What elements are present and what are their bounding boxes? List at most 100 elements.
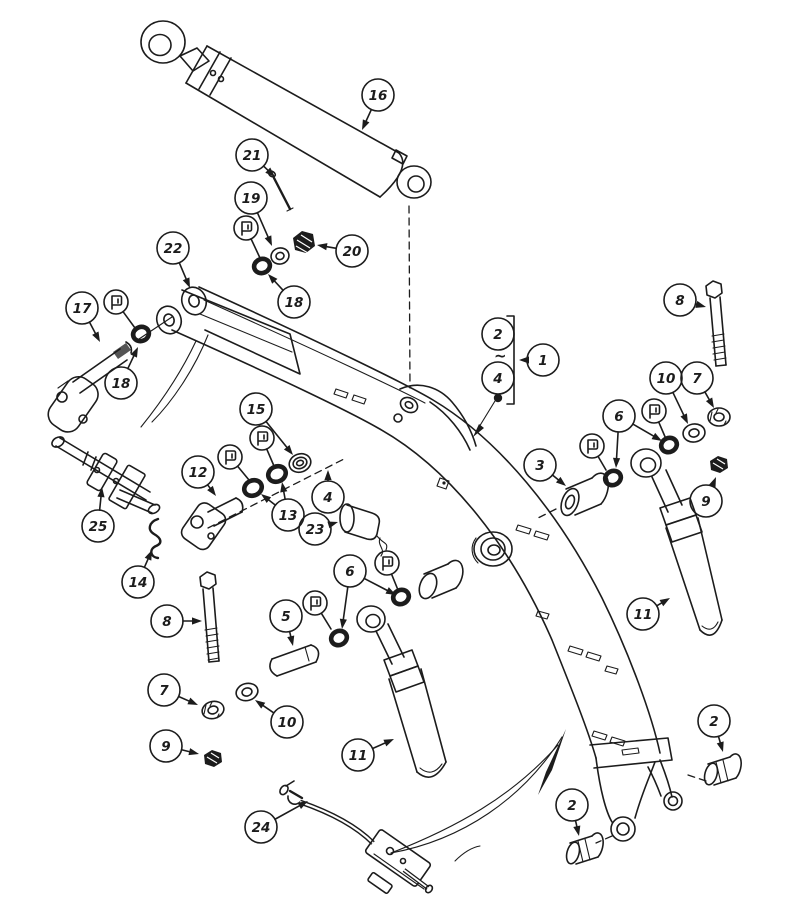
balloon-label: 4 [492,371,502,387]
balloon-label: 2 [709,714,718,730]
balloon-8-8: 8 [663,283,697,317]
part-13-oring-b [265,463,289,485]
balloon-10-28: 10 [270,705,304,739]
balloon-21-1: 21 [235,138,269,172]
balloon-label: 22 [164,241,183,257]
seal-flag-icon-6 [374,550,400,576]
balloon-18-5: 18 [277,285,311,319]
axis-dashed-line [537,508,557,519]
part-25-latch-assembly [51,436,161,515]
balloon-label: 11 [634,607,653,623]
balloon-3-16: 3 [523,448,557,482]
seal-flag-icon-5 [579,433,605,459]
part-10-washer-left [235,682,259,702]
part-15-seal-washer [288,452,312,474]
balloon-label: 10 [278,715,297,731]
part-18-oring-top [251,256,273,276]
balloon-label: 21 [243,148,262,164]
balloon-label: 10 [657,371,676,387]
leader-curve [151,334,209,423]
balloon-14-23: 14 [121,565,155,599]
balloon-label: 6 [614,409,623,425]
part-7-washer-left [201,700,225,720]
balloon-15-15: 15 [239,392,273,426]
balloon-9-17: 9 [689,484,723,518]
balloon-label: 12 [189,465,208,481]
balloon-label: 18 [285,295,304,311]
balloon-label: 17 [73,301,92,317]
part-6-oring-right-a [602,468,624,488]
seal-flag-icon-2 [249,425,275,451]
balloon-12-18: 12 [181,455,215,489]
part-23-boot [339,503,388,557]
balloon-7-13: 7 [680,361,714,395]
seal-flag-icon-3 [217,444,243,470]
part-7-washer-right [707,407,731,427]
leader-dashed [595,835,613,844]
balloon-2-32: 2 [697,704,731,738]
part-19-washer [270,247,290,265]
balloon-label: 9 [701,494,710,510]
part-10-washer-right [682,423,706,443]
balloon-label: 24 [252,820,271,836]
part-24-hose-assembly [279,780,434,894]
balloon-label: 7 [159,683,169,699]
balloon-label: 18 [112,376,131,392]
balloon-8-25: 8 [150,604,184,638]
part-8-bolt-left [199,571,220,663]
balloon-label: 11 [349,748,368,764]
part-5-pin [269,644,320,677]
balloon-label: 2 [567,798,576,814]
part-3-bushing-lower [418,559,464,600]
balloon-6-24: 6 [333,554,367,588]
balloon-4-10: 4 [481,361,515,395]
rotation-swoosh-arrow [390,729,566,854]
balloon-20-3: 20 [335,234,369,268]
balloon-17-6: 17 [65,291,99,325]
balloon-label: 8 [675,293,684,309]
part-20-nut [293,231,315,254]
balloon-24-34: 24 [244,810,278,844]
alignment-dashed-line [408,205,411,389]
balloon-label: 20 [343,244,362,260]
balloon-label: 15 [247,402,266,418]
seal-flag-icon-1 [103,289,129,315]
part-11-cylinder-right [630,448,723,636]
balloon-label: 14 [129,575,148,591]
group-bracket-1: ~ [473,315,515,437]
seal-flag-icon-7 [302,590,328,616]
balloon-19-2: 19 [234,181,268,215]
part-16-cylinder [140,20,432,199]
balloon-label: 2 [493,327,502,343]
part-11-cylinder-left [356,605,447,778]
balloon-16-0: 16 [361,78,395,112]
balloon-7-27: 7 [147,673,181,707]
balloon-label: 13 [279,508,298,524]
part-17-pivot-pin [47,341,133,433]
balloon-label: 25 [89,519,108,535]
part-9-nut-right [710,456,728,473]
balloon-label: 16 [369,88,388,104]
balloon-1-11: 1 [526,343,560,377]
seal-flag-icon-4 [641,398,667,424]
balloon-label: 6 [345,564,354,580]
part-18-oring-left [130,324,152,344]
balloon-11-31: 11 [626,597,660,631]
balloon-label: 3 [535,458,544,474]
part-6-oring-right-b [658,435,680,455]
balloon-25-22: 25 [81,509,115,543]
balloon-2-33: 2 [555,788,589,822]
balloon-label: 19 [242,191,261,207]
balloon-label: 4 [322,490,332,506]
balloon-13-19: 13 [271,498,305,532]
balloon-9-29: 9 [149,729,183,763]
part-13-oring-a [241,477,265,499]
part-12-pin [180,497,244,551]
balloon-23-21: 23 [298,512,332,546]
balloon-11-30: 11 [341,738,375,772]
part-6-oring-left-a [328,628,350,648]
boom-arm [155,286,683,842]
leader-dashed [687,774,707,782]
